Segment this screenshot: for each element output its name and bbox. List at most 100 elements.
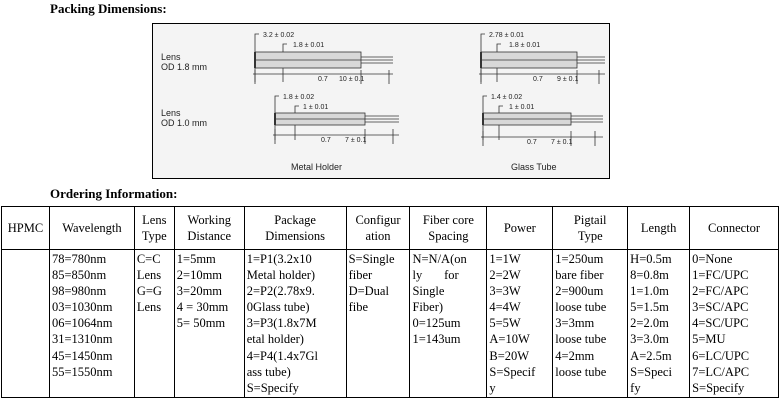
packing-dimensions-heading: Packing Dimensions: [50, 1, 167, 16]
cell-line: H=0.5m [630, 252, 672, 266]
cell-line: 45=1450nm [51, 348, 113, 363]
column-header-line: Type [577, 229, 603, 243]
column-header-line: Connector [708, 221, 761, 235]
column-header-line: Dimensions [265, 229, 325, 243]
cell-line: S=Speci [630, 364, 672, 379]
cell-line: 1=5mm [176, 252, 216, 266]
column-header-line: Distance [187, 229, 232, 243]
cell-line: S=Specif [489, 364, 536, 379]
cell-line: 4=P4(1.4x7Gl [246, 348, 318, 363]
cell-line: S=Specify [246, 380, 299, 395]
cell-line: S=Specify [692, 380, 745, 395]
cell-line: 7=LC/APC [692, 364, 750, 379]
cell-line: 2=2.0m [630, 316, 669, 331]
column-header-line: Type [141, 229, 167, 243]
column-header-line: HPMC [7, 221, 44, 235]
cell-line: 55=1550nm [51, 364, 113, 379]
cell-line: etal holder) [246, 332, 304, 347]
cell-line: 3=P3(1.8x7M [246, 316, 317, 331]
cell-line: A=10W [489, 332, 530, 347]
column-header-line: Length [640, 221, 677, 235]
cell-line: 2=FC/APC [692, 284, 749, 299]
column-header: Configur ation [345, 206, 411, 250]
column-header-line: Lens [142, 213, 167, 227]
cell-line: 5= 50mm [176, 316, 226, 331]
cell-line: 1=143um [412, 332, 461, 347]
column-header: Connector [689, 206, 779, 250]
tr-glass-tube-18 [479, 33, 605, 84]
cell-line: ly for [412, 268, 459, 283]
cell-line: 5=MU [692, 332, 726, 347]
cell-line: Single [412, 284, 445, 299]
caption-glass-tube: Glass Tube [511, 162, 557, 172]
column-header-line: Configur [355, 213, 401, 227]
cell-line: 1=1.0m [630, 284, 669, 299]
cell-line: loose tube [555, 300, 607, 315]
cell-line: 2=900um [555, 284, 604, 299]
cell-line: bare fiber [555, 268, 604, 283]
column-header-line: ation [365, 229, 391, 243]
cell-line: B=20W [489, 348, 530, 363]
bl-inner-dim: 1 ± 0.01 [303, 104, 328, 111]
tl-inner-dim: 1.8 ± 0.01 [293, 42, 324, 49]
cell-line: fiber [348, 268, 373, 283]
cell-line: 1=250um [555, 252, 604, 266]
cell-line: 0Glass tube) [246, 300, 310, 315]
tl-outer-dim: 3.2 ± 0.02 [263, 32, 294, 39]
cell-line: 2=2W [489, 268, 521, 283]
caption-metal-holder: Metal Holder [291, 162, 342, 172]
tl-metal-holder-18 [253, 33, 393, 84]
cell-line: 5=5W [489, 316, 521, 331]
column-header: Length [627, 206, 691, 250]
cell-line: G=G [136, 284, 162, 299]
bl-outer-dim: 1.8 ± 0.02 [283, 94, 314, 101]
row-label-10-line2: OD 1.0 mm [161, 118, 207, 128]
cell-line: Fiber) [412, 300, 444, 315]
cell-line: 0=None [692, 252, 733, 266]
cell-line: 3=3mm [555, 316, 595, 331]
br-b-dim: 7 ± 0.1 [551, 139, 572, 146]
cell-line: fy [630, 380, 641, 395]
cell-line: 98=980nm [51, 284, 107, 299]
cell-line: Lens [136, 268, 162, 283]
cell-line: 4 = 30mm [176, 300, 229, 315]
cell-line: 1=FC/UPC [692, 268, 749, 283]
cell-line: 31=1310nm [51, 332, 113, 347]
tl-a-dim: 0.7 [318, 76, 328, 83]
tr-b-dim: 9 ± 0.1 [557, 76, 578, 83]
cell-line: 03=1030nm [51, 300, 113, 315]
tl-b-dim: 10 ± 0.1 [339, 76, 364, 83]
cell-line: Metal holder) [246, 268, 316, 283]
column-header-line: Spacing [428, 229, 469, 243]
cell-line: Lens [136, 300, 162, 315]
cell-line: 2=10mm [176, 268, 223, 283]
column-header-line: Working [187, 213, 231, 227]
cell-line: 8=0.8m [630, 268, 669, 283]
cell-line: 1=1W [489, 252, 521, 266]
cell-line: y [489, 380, 496, 395]
br-a-dim: 0.7 [527, 139, 537, 146]
tr-outer-dim: 2.78 ± 0.01 [489, 32, 524, 39]
cell-line: 4=SC/UPC [692, 316, 749, 331]
packing-drawing: Lens OD 1.8 mm Lens OD 1.0 mm 3.2 ± 0.02… [152, 23, 610, 179]
cell-line: 2=P2(2.78x9. [246, 284, 315, 299]
cell-line: 1=P1(3.2x10 [246, 252, 312, 266]
cell-line: S=Single [348, 252, 395, 266]
row-label-18-line1: Lens [161, 52, 181, 62]
column-header: Power [486, 206, 554, 250]
